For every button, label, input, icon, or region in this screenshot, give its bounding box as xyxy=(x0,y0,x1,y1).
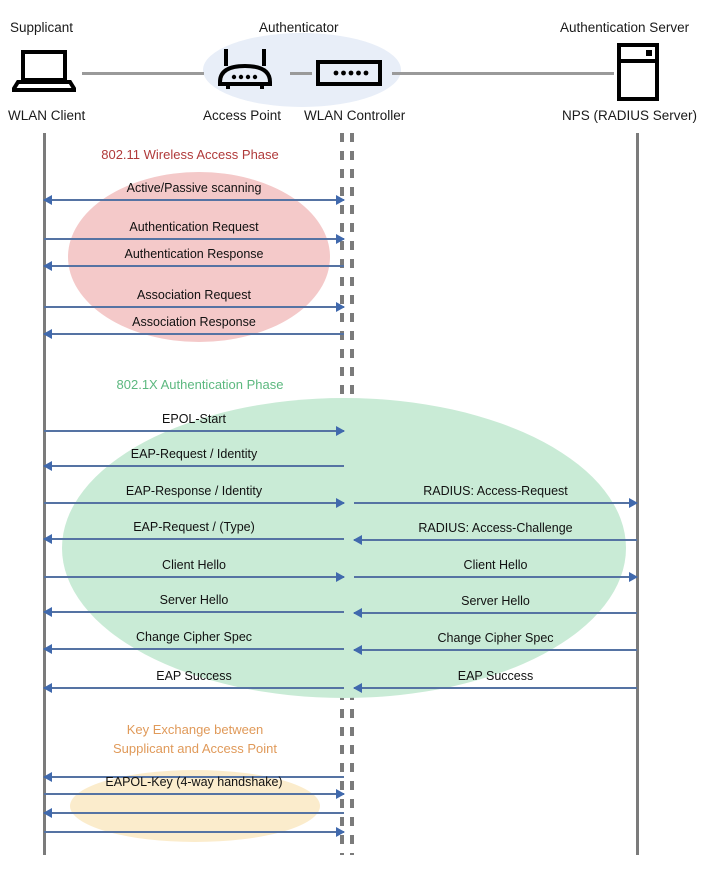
message-arrow-left-7 xyxy=(44,498,345,508)
arrowhead-right-icon xyxy=(336,302,345,312)
message-arrow-left-10 xyxy=(43,607,344,617)
message-label-left-5: EPOL-Start xyxy=(162,412,226,426)
message-label-right-1: RADIUS: Access-Challenge xyxy=(418,521,573,535)
message-arrow-left-2 xyxy=(43,261,344,271)
message-label-left-8: EAP-Request / (Type) xyxy=(133,520,255,534)
arrowhead-right-icon xyxy=(336,498,345,508)
arrowhead-left-icon xyxy=(43,461,52,471)
phase-title-802-11: 802.11 Wireless Access Phase xyxy=(101,147,279,162)
phase-title-key-exchange-line2: Supplicant and Access Point xyxy=(112,741,278,756)
message-arrow-left-16 xyxy=(44,827,345,837)
arrowhead-left-icon xyxy=(43,808,52,818)
message-label-right-2: Client Hello xyxy=(463,558,528,572)
message-arrow-left-12 xyxy=(43,683,344,693)
phase-highlight-key-exchange xyxy=(70,770,320,842)
message-arrow-right-1 xyxy=(353,535,637,545)
node-label-wlan-controller: WLAN Controller xyxy=(304,108,406,123)
message-arrow-left-3 xyxy=(44,302,345,312)
lifeline-supplicant xyxy=(43,133,46,855)
message-label-left-0: Active/Passive scanning xyxy=(126,181,262,195)
node-label-access-point: Access Point xyxy=(203,108,282,123)
message-arrow-left-15 xyxy=(43,808,344,818)
message-label-left-14: EAPOL-Key (4-way handshake) xyxy=(105,775,283,789)
node-label-wlan-client: WLAN Client xyxy=(8,108,86,123)
message-label-left-12: EAP Success xyxy=(156,669,232,683)
phase-title-key-exchange-line1: Key Exchange between xyxy=(126,722,264,737)
arrowhead-right-icon xyxy=(336,572,345,582)
arrowhead-left-icon xyxy=(43,195,52,205)
message-arrow-right-2 xyxy=(354,572,638,582)
node-label-nps-radius-server: NPS (RADIUS Server) xyxy=(562,108,698,123)
arrowhead-right-icon xyxy=(336,234,345,244)
message-label-right-5: EAP Success xyxy=(457,669,534,683)
wireless-router-icon xyxy=(212,46,278,97)
arrowhead-left-icon xyxy=(43,329,52,339)
wire-client-to-ap xyxy=(82,72,204,75)
message-label-left-6: EAP-Request / Identity xyxy=(130,447,258,461)
message-label-left-10: Server Hello xyxy=(159,593,229,607)
lifeline-auth-server xyxy=(636,133,639,855)
message-arrow-left-14 xyxy=(44,789,345,799)
wire-wlc-to-server xyxy=(392,72,614,75)
phase-highlight-802-1x xyxy=(62,398,626,698)
arrowhead-right-icon xyxy=(336,426,345,436)
arrowhead-right-icon xyxy=(336,195,345,205)
network-switch-icon xyxy=(316,60,382,91)
message-label-left-2: Authentication Response xyxy=(124,247,264,261)
message-label-right-3: Server Hello xyxy=(461,594,530,608)
role-title-authentication-server: Authentication Server xyxy=(560,20,690,35)
arrowhead-left-icon xyxy=(43,644,52,654)
message-arrow-right-4 xyxy=(353,645,637,655)
arrowhead-left-icon xyxy=(43,772,52,782)
arrowhead-left-icon xyxy=(353,645,362,655)
message-arrow-left-0 xyxy=(43,195,345,205)
wire-ap-to-wlc xyxy=(290,72,312,75)
arrowhead-left-icon xyxy=(353,608,362,618)
message-label-left-11: Change Cipher Spec xyxy=(135,630,253,644)
phase-title-802-1x: 802.1X Authentication Phase xyxy=(116,377,284,392)
message-label-left-9: Client Hello xyxy=(162,558,226,572)
message-label-left-7: EAP-Response / Identity xyxy=(125,484,263,498)
arrowhead-right-icon xyxy=(629,572,638,582)
message-arrow-right-5 xyxy=(353,683,637,693)
message-arrow-right-0 xyxy=(354,498,638,508)
message-arrow-left-5 xyxy=(44,426,345,436)
message-arrow-left-9 xyxy=(44,572,345,582)
server-rack-icon xyxy=(617,43,659,106)
arrowhead-left-icon xyxy=(353,683,362,693)
authenticator-group-highlight xyxy=(203,33,401,107)
arrowhead-left-icon xyxy=(43,607,52,617)
message-arrow-left-13 xyxy=(43,772,344,782)
message-arrow-left-6 xyxy=(43,461,344,471)
arrowhead-left-icon xyxy=(43,683,52,693)
message-arrow-left-8 xyxy=(43,534,344,544)
message-arrow-left-1 xyxy=(44,234,345,244)
laptop-icon xyxy=(9,50,79,97)
role-title-authenticator: Authenticator xyxy=(259,20,339,35)
arrowhead-right-icon xyxy=(336,789,345,799)
arrowhead-left-icon xyxy=(43,534,52,544)
message-arrow-left-11 xyxy=(43,644,344,654)
arrowhead-left-icon xyxy=(43,261,52,271)
message-arrow-left-4 xyxy=(43,329,344,339)
message-label-right-0: RADIUS: Access-Request xyxy=(423,484,568,498)
message-label-left-3: Association Request xyxy=(137,288,251,302)
message-label-right-4: Change Cipher Spec xyxy=(437,631,554,645)
arrowhead-right-icon xyxy=(629,498,638,508)
message-label-left-1: Authentication Request xyxy=(129,220,259,234)
message-arrow-right-3 xyxy=(353,608,637,618)
message-label-left-4: Association Response xyxy=(132,315,256,329)
arrowhead-right-icon xyxy=(336,827,345,837)
arrowhead-left-icon xyxy=(353,535,362,545)
role-title-supplicant: Supplicant xyxy=(10,20,74,35)
